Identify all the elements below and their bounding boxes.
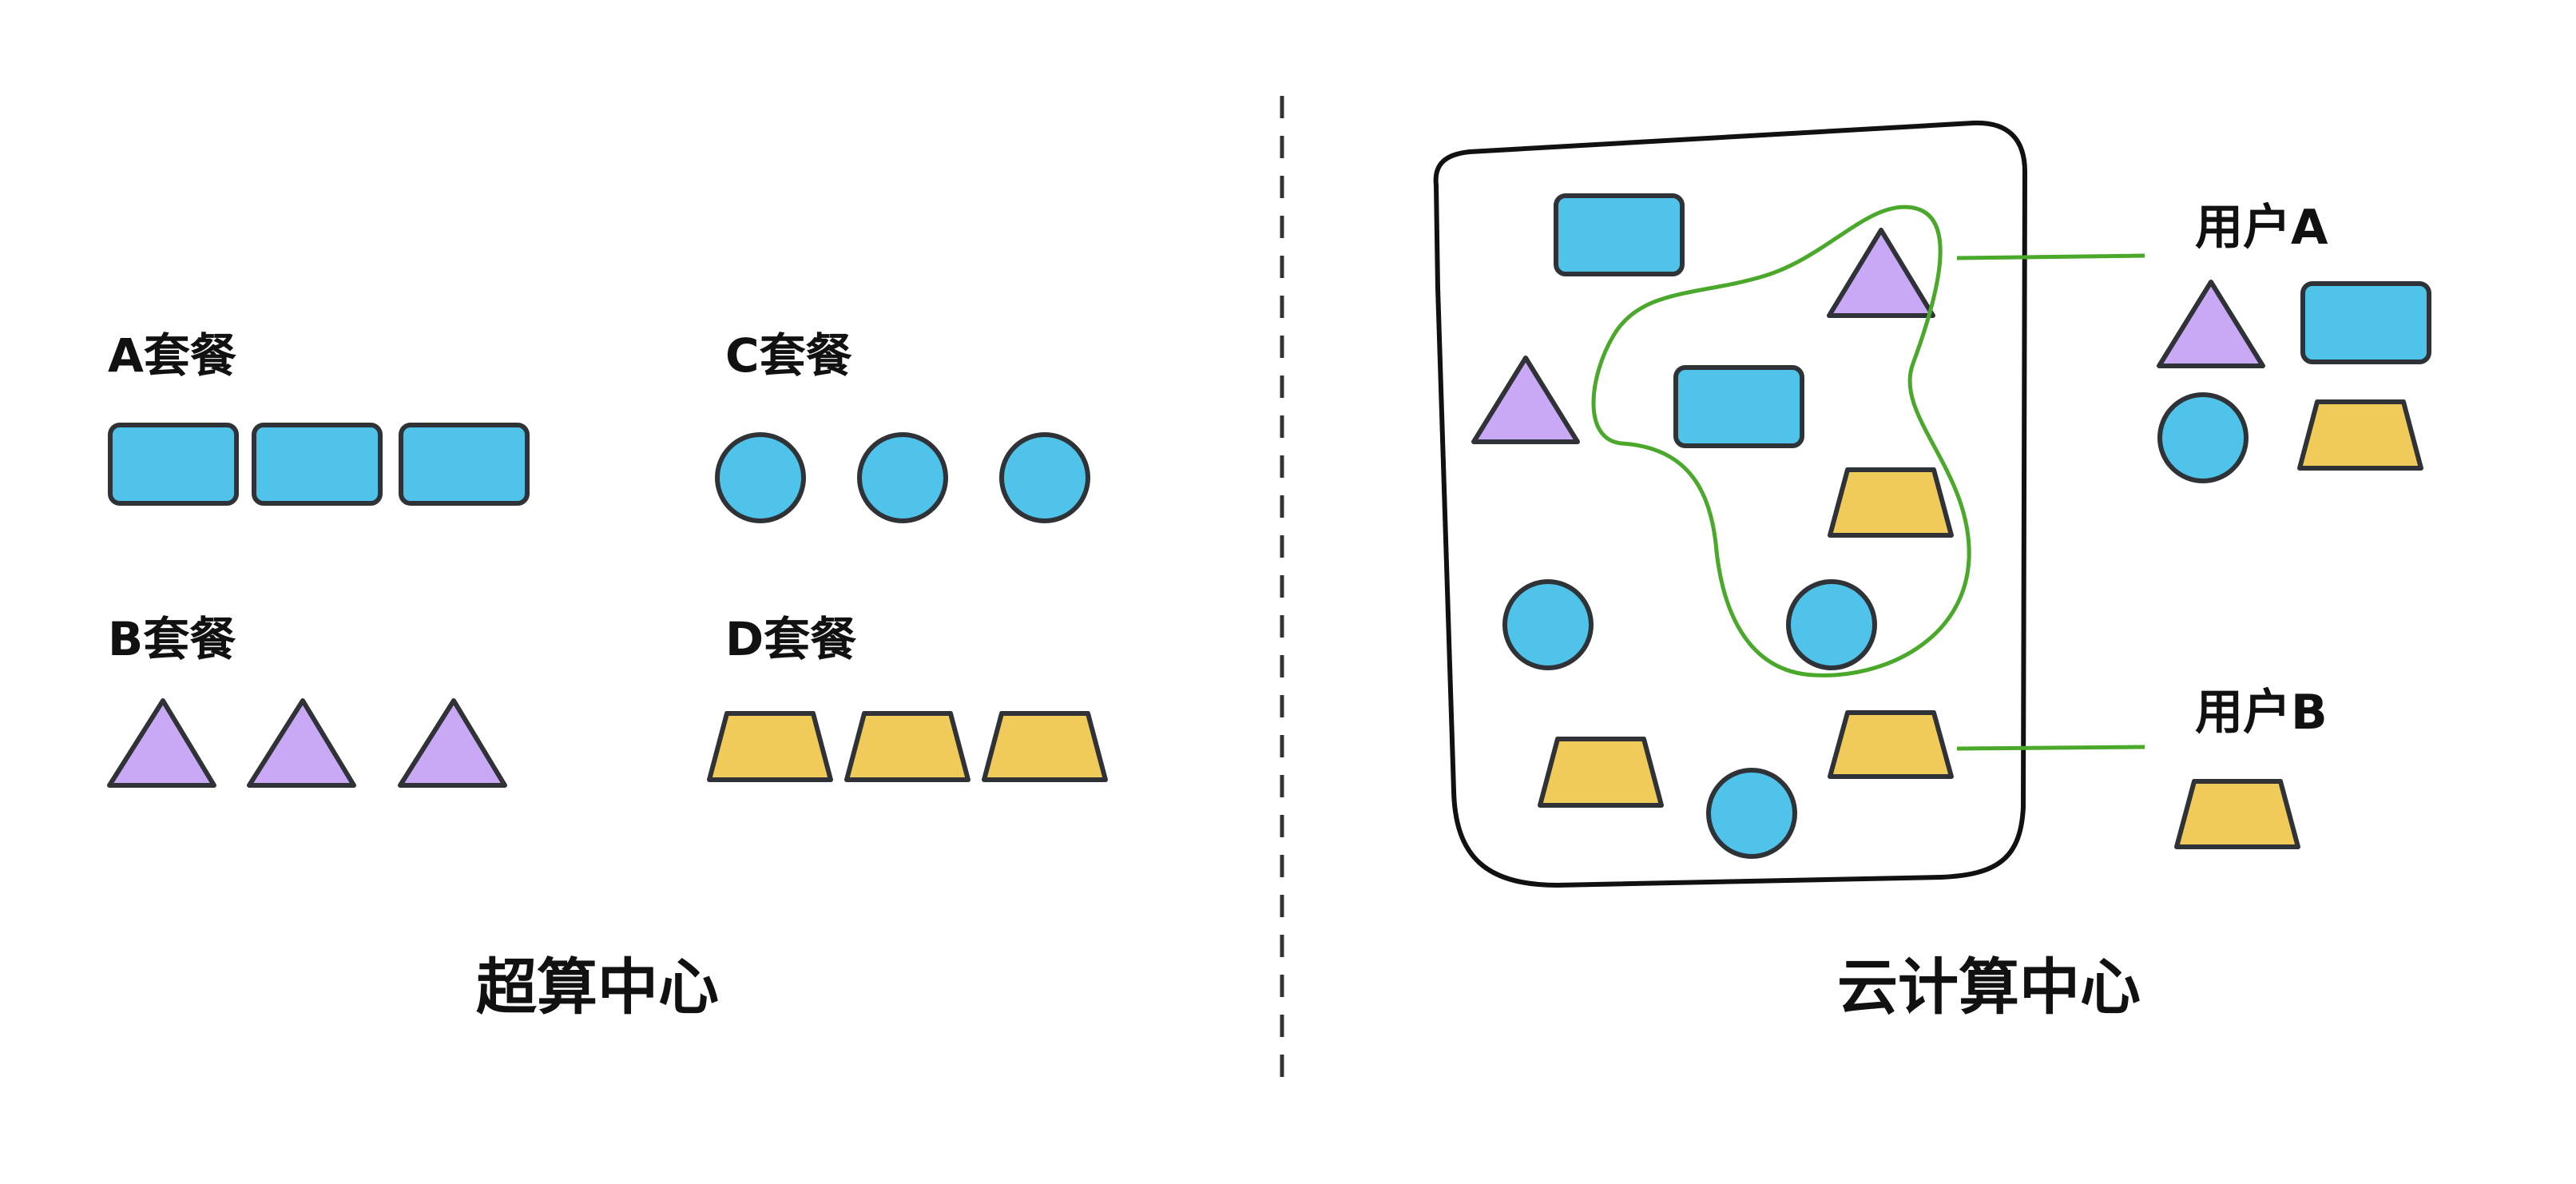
- user-a-shapes: [2157, 280, 2431, 483]
- supercomputing-title: 超算中心: [476, 952, 719, 1023]
- package-b-shapes: [107, 698, 507, 788]
- trapezoid-shape: [982, 711, 1108, 782]
- resource-pool-shapes: [1471, 193, 1954, 859]
- package-c-label: C套餐: [725, 328, 852, 383]
- package-c-shapes: [715, 432, 1090, 523]
- triangle-shape: [398, 698, 507, 788]
- user-b-connector: [1956, 745, 2145, 751]
- trapezoid-shape: [1828, 710, 1954, 779]
- cloud-computing-center: 用户A 用户B 云计算中心: [1433, 120, 2431, 1023]
- triangle-shape: [107, 698, 216, 788]
- resource-pool-container: [1433, 120, 2027, 888]
- circle-shape: [2157, 392, 2249, 483]
- rectangle-shape: [2300, 281, 2431, 364]
- user-a-allocation-outline: [1591, 205, 1971, 677]
- package-b: B套餐: [107, 612, 507, 788]
- rectangle-shape: [108, 423, 239, 506]
- package-a-label: A套餐: [108, 328, 236, 383]
- cloud-computing-title: 云计算中心: [1837, 952, 2141, 1023]
- trapezoid-shape: [707, 711, 833, 782]
- trapezoid-shape: [2174, 779, 2300, 849]
- triangle-shape: [1827, 228, 1935, 318]
- trapezoid-shape: [1828, 467, 1954, 538]
- rectangle-shape: [1554, 193, 1685, 276]
- package-b-label: B套餐: [108, 612, 236, 666]
- user-a-label: 用户A: [2195, 200, 2328, 256]
- user-a: 用户A: [2157, 200, 2431, 483]
- triangle-shape: [247, 698, 356, 788]
- rectangle-shape: [399, 423, 530, 506]
- user-a-connector: [1956, 253, 2145, 260]
- circle-shape: [857, 432, 948, 523]
- circle-shape: [999, 432, 1090, 523]
- package-c: C套餐: [715, 328, 1090, 523]
- circle-shape: [1786, 579, 1877, 670]
- user-b-shapes: [2174, 779, 2300, 849]
- circle-shape: [715, 432, 806, 523]
- package-d: D套餐: [707, 612, 1108, 782]
- package-a: A套餐: [108, 328, 530, 506]
- triangle-shape: [2157, 280, 2265, 368]
- trapezoid-shape: [1538, 737, 1664, 808]
- package-d-shapes: [707, 711, 1108, 782]
- package-a-shapes: [108, 423, 530, 506]
- user-b-label: 用户B: [2195, 685, 2328, 741]
- triangle-shape: [1471, 356, 1580, 444]
- package-d-label: D套餐: [725, 612, 856, 666]
- trapezoid-shape: [2297, 399, 2423, 471]
- supercomputing-center: A套餐 C套餐 B套餐: [107, 328, 1108, 1023]
- user-b: 用户B: [2174, 685, 2328, 849]
- trapezoid-shape: [844, 711, 970, 782]
- rectangle-shape: [1673, 365, 1804, 448]
- circle-shape: [1502, 579, 1594, 670]
- circle-shape: [1706, 768, 1797, 859]
- rectangle-shape: [252, 423, 383, 506]
